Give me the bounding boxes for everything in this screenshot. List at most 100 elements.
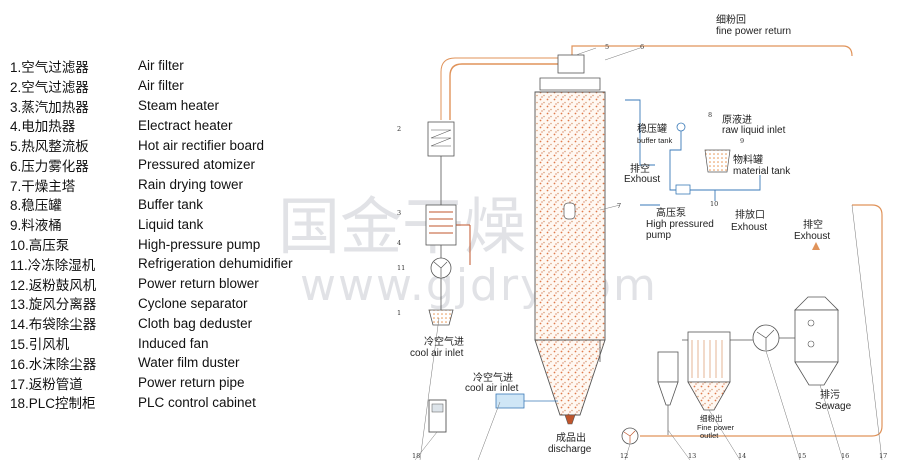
callout-1: 1	[397, 309, 401, 317]
legend-item-en: Rain drying tower	[138, 177, 244, 193]
legend-item-cn: 6.压力雾化器	[10, 158, 89, 174]
steam-heater	[427, 121, 455, 157]
hot-air-duct	[449, 63, 560, 120]
legend-item-cn: 4.电加热器	[10, 119, 76, 135]
hpp-en1: High pressured	[646, 219, 714, 230]
exhaust-duct	[599, 337, 795, 362]
fine-out-en1: Fine power	[697, 423, 735, 432]
material-tank-cn: 物料罐	[733, 153, 763, 166]
legend-item-cn: 8.稳压罐	[10, 198, 62, 214]
legend-item: 13.旋风分离器 Cyclone separator	[10, 294, 330, 314]
legend-item-en: Water film duster	[138, 355, 240, 371]
callout-4: 4	[397, 239, 401, 247]
legend-item: 18.PLC控制柜 PLC control cabinet	[10, 393, 330, 413]
legend-item-en: Refrigeration dehumidifier	[138, 256, 293, 272]
callout-7: 7	[617, 202, 621, 210]
legend-item-en: Air filter	[138, 78, 184, 94]
hpp-cn: 高压泵	[656, 206, 686, 219]
fine-out-cn: 细粉出	[700, 413, 723, 423]
callout-16: 16	[841, 452, 849, 460]
legend-item-en: Buffer tank	[138, 196, 204, 212]
sewage-en: Sewage	[815, 401, 852, 412]
legend-item-cn: 14.布袋除尘器	[10, 317, 97, 333]
cool-air1-cn: 冷空气进	[424, 335, 464, 348]
sight-glass	[563, 202, 576, 220]
liquid-to-atomizer	[625, 99, 655, 166]
hot-air-distributor	[557, 54, 585, 74]
legend-item-cn: 9.料液桶	[10, 218, 62, 234]
legend-item-cn: 16.水沫除尘器	[10, 356, 97, 372]
legend-item: 17.返粉管道 Power return pipe	[10, 373, 330, 393]
callout-8: 8	[708, 111, 712, 119]
legend-item-cn: 2.空气过滤器	[10, 79, 89, 95]
drying-tower	[534, 54, 606, 425]
legend-item-cn: 12.返粉鼓风机	[10, 277, 97, 293]
drain-en: Exhoust	[731, 222, 767, 233]
legend-item-en: Cyclone separator	[138, 295, 248, 311]
legend-item: 8.稳压罐 Buffer tank	[10, 195, 330, 215]
legend-item-cn: 7.干燥主塔	[10, 178, 76, 194]
exhaust-arrow	[812, 242, 820, 250]
cool-air2-en: cool air inlet	[465, 383, 519, 394]
legend-item-en: Steam heater	[138, 97, 220, 113]
water-film-duster	[794, 296, 839, 386]
cool-air1-en: cool air inlet	[410, 348, 464, 359]
callout-15: 15	[798, 452, 806, 460]
legend-item: 2.空气过滤器 Air filter	[10, 76, 330, 96]
legend-item-en: High-pressure pump	[138, 236, 261, 252]
callout-13: 13	[688, 452, 696, 460]
legend-item: 7.干燥主塔 Rain drying tower	[10, 175, 330, 195]
exhaust1-en: Exhoust	[624, 174, 660, 185]
callout-10: 10	[710, 200, 718, 208]
callout-18: 18	[412, 452, 420, 460]
callout-5: 5	[605, 43, 609, 51]
discharge-valve	[564, 414, 576, 425]
legend-item-en: Cloth bag deduster	[138, 315, 253, 331]
callout-9: 9	[740, 137, 744, 145]
legend-item-cn: 1.空气过滤器	[10, 59, 89, 75]
legend-item: 10.高压泵 High-pressure pump	[10, 234, 330, 254]
fine-return-en: fine power return	[716, 26, 791, 37]
legend-item-cn: 18.PLC控制柜	[10, 396, 96, 412]
buffer-tank-en: buffer tank	[637, 136, 673, 145]
legend-item: 9.料液桶 Liquid tank	[10, 214, 330, 234]
cool-air2-cn: 冷空气进	[473, 371, 513, 384]
legend-item-cn: 17.返粉管道	[10, 376, 83, 392]
callout-6: 6	[640, 43, 644, 51]
high-pressure-pump-icon	[675, 184, 691, 195]
drain-cn: 排放口	[735, 208, 765, 221]
material-tank-icon	[704, 149, 731, 173]
material-tank-en: material tank	[733, 166, 791, 177]
legend-item-cn: 10.高压泵	[10, 238, 70, 254]
legend-item-en: Power return pipe	[138, 375, 245, 391]
liquid-feed-line	[640, 131, 761, 206]
legend-item-cn: 13.旋风分离器	[10, 297, 97, 313]
callout-11: 11	[397, 264, 405, 272]
legend-item-cn: 5.热风整流板	[10, 139, 89, 155]
discharge-cn: 成品出	[556, 431, 586, 444]
cyclone-separator	[657, 351, 679, 435]
watermark-cn: 国金干燥	[278, 190, 526, 263]
buffer-tank-icon	[676, 122, 686, 132]
dehumidifier-fan	[430, 257, 452, 279]
hpp-en2: pump	[646, 230, 671, 241]
fine-out-en2: outlet	[700, 431, 719, 440]
cool-air-filter	[495, 393, 525, 409]
legend-item-cn: 15.引风机	[10, 337, 70, 353]
power-return-pipe	[640, 204, 883, 437]
fine-return-cn: 细粉回	[716, 13, 746, 26]
legend-item: 16.水沫除尘器 Water film duster	[10, 353, 330, 373]
exhaust2-en: Exhoust	[794, 231, 830, 242]
legend-item-en: Liquid tank	[138, 216, 204, 232]
callout-14: 14	[738, 452, 746, 460]
electric-heater	[425, 204, 471, 265]
legend-item-en: PLC control cabinet	[138, 394, 256, 410]
